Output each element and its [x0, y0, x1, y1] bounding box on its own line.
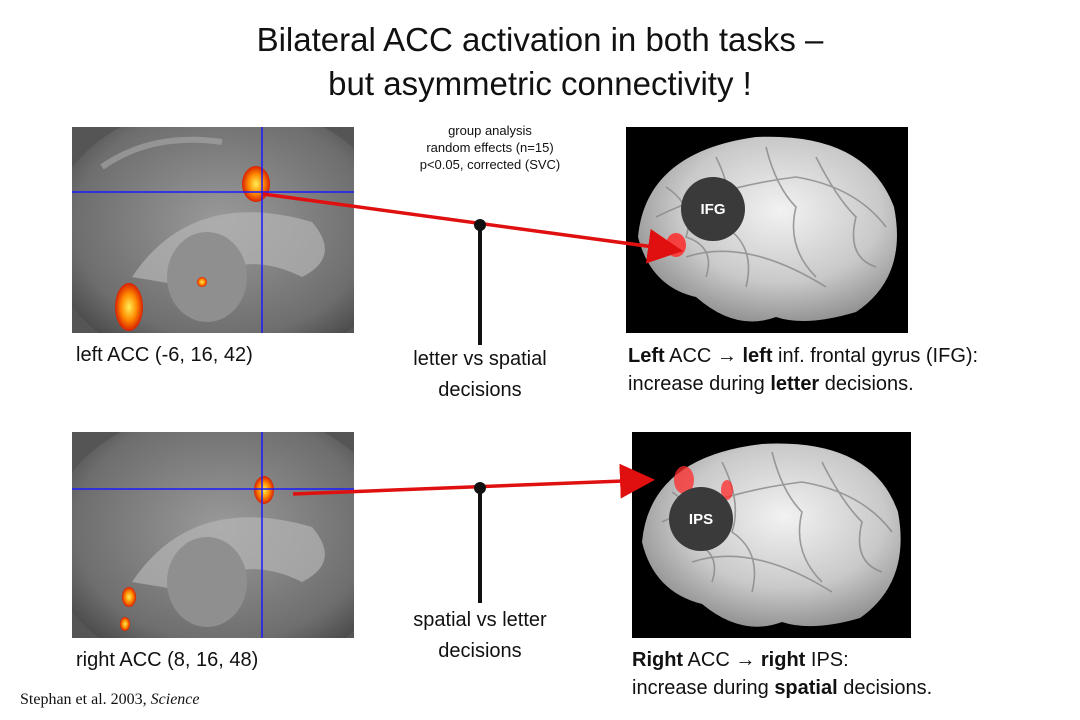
activation-blob-ips-right: [721, 480, 733, 500]
finding-top-target-side: left: [736, 345, 773, 367]
contrast-top-line-2: decisions: [438, 379, 522, 401]
contrast-node-bottom: [474, 482, 486, 494]
activation-blob-ips-left: [674, 466, 694, 494]
finding-bottom-task: spatial: [774, 677, 838, 699]
activation-blob-cerebellum: [122, 587, 136, 607]
activation-blob-small: [197, 277, 207, 287]
ifg-badge: IFG: [681, 177, 745, 241]
activation-blob-acc: [254, 476, 274, 504]
finding-bottom-seed: ACC: [683, 649, 736, 671]
finding-bottom-line-1: Right ACC → right IPS:: [632, 646, 932, 674]
arrow-icon: →: [735, 649, 756, 671]
contrast-label-bottom: spatial vs letter decisions: [360, 605, 600, 667]
rendered-brain-ifg: [626, 127, 908, 333]
finding-top-seed-side: Left: [628, 345, 665, 367]
activation-blob-acc: [242, 166, 270, 202]
sagittal-brain-image: [72, 127, 354, 333]
finding-description-bottom: Right ACC → right IPS: increase during s…: [632, 646, 932, 702]
title-line-1: Bilateral ACC activation in both tasks –: [256, 21, 824, 58]
group-analysis-line-1: group analysis: [448, 123, 532, 138]
ips-badge-label: IPS: [688, 510, 714, 528]
ips-badge: IPS: [669, 487, 733, 551]
finding-top-task: letter: [770, 373, 820, 395]
group-analysis-line-2: random effects (n=15): [426, 140, 554, 155]
title-line-2: but asymmetric connectivity !: [328, 65, 752, 102]
arrow-icon: →: [716, 345, 737, 367]
finding-top-suffix: decisions.: [819, 373, 914, 395]
citation: Stephan et al. 2003, Science: [20, 691, 200, 709]
finding-bottom-target-side: right: [755, 649, 806, 671]
finding-top-target: inf. frontal gyrus (IFG):: [772, 345, 979, 367]
sagittal-brain-image: [72, 432, 354, 638]
finding-bottom-line-2: increase during spatial decisions.: [632, 674, 932, 702]
finding-bottom-suffix: decisions.: [837, 677, 933, 699]
seed-label-right-acc: right ACC (8, 16, 48): [76, 649, 259, 671]
contrast-label-top: letter vs spatial decisions: [360, 344, 600, 406]
activation-blob-small: [120, 617, 130, 631]
finding-top-line-1: Left ACC → left inf. frontal gyrus (IFG)…: [628, 342, 978, 370]
group-analysis-line-3: p<0.05, corrected (SVC): [419, 157, 561, 172]
activation-blob-cerebellum: [115, 283, 143, 331]
finding-description-top: Left ACC → left inf. frontal gyrus (IFG)…: [628, 342, 978, 398]
finding-bottom-seed-side: Right: [632, 649, 684, 671]
finding-bottom-prefix: increase during: [632, 677, 775, 699]
citation-journal: Science: [150, 691, 200, 708]
finding-top-seed: ACC: [664, 345, 717, 367]
finding-bottom-target: IPS:: [805, 649, 849, 671]
slide-title: Bilateral ACC activation in both tasks –…: [0, 18, 1080, 106]
group-analysis-note: group analysis random effects (n=15) p<0…: [380, 122, 600, 173]
citation-authors: Stephan et al. 2003,: [20, 691, 151, 708]
lateral-brain-render: [626, 127, 908, 333]
activation-blob-ifg: [666, 233, 686, 257]
contrast-node-top: [474, 219, 486, 231]
finding-top-prefix: increase during: [628, 373, 771, 395]
ifg-badge-label: IFG: [700, 200, 726, 218]
contrast-top-line-1: letter vs spatial: [413, 348, 547, 370]
contrast-bottom-line-1: spatial vs letter: [413, 609, 547, 631]
contrast-bottom-line-2: decisions: [438, 640, 522, 662]
sagittal-mri-right-acc: [72, 432, 354, 638]
seed-label-left-acc: left ACC (-6, 16, 42): [76, 344, 253, 366]
finding-top-line-2: increase during letter decisions.: [628, 370, 978, 398]
sagittal-mri-left-acc: [72, 127, 354, 333]
